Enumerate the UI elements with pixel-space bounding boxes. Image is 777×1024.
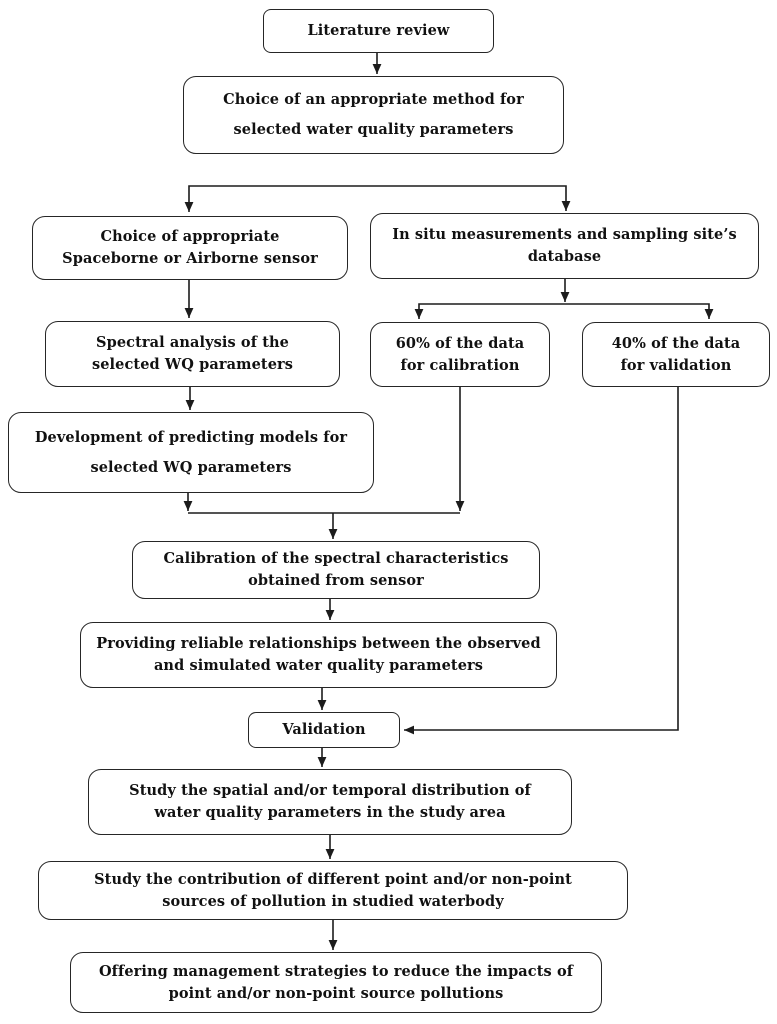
- node-text: Spectral analysis of the: [96, 334, 289, 352]
- node-text: Literature review: [307, 22, 450, 40]
- node-text: In situ measurements and sampling site’s: [392, 226, 737, 244]
- node-text: 60% of the data: [395, 334, 525, 352]
- node-text: for calibration: [400, 356, 520, 374]
- split-insitu-to-data-branches: [414, 303, 714, 319]
- node-model-development: Development of predicting models for sel…: [8, 412, 374, 493]
- node-text: sources of pollution in studied waterbod…: [162, 892, 504, 910]
- node-text: Calibration of the spectral characterist…: [163, 550, 509, 568]
- node-insitu-measurements: In situ measurements and sampling site’s…: [370, 213, 759, 279]
- node-spectral-analysis: Spectral analysis of the selected WQ par…: [45, 321, 340, 387]
- node-text: selected water quality parameters: [233, 121, 514, 138]
- node-text: selected WQ parameters: [91, 356, 294, 373]
- node-management-strategies: Offering management strategies to reduce…: [70, 952, 602, 1013]
- node-text: point and/or non-point source pollutions: [168, 984, 504, 1002]
- node-literature-review: Literature review: [263, 9, 494, 53]
- node-method-choice: Choice of an appropriate method for sele…: [183, 76, 564, 154]
- node-text: and simulated water quality parameters: [153, 657, 484, 674]
- node-text: Spaceborne or Airborne sensor: [62, 250, 318, 267]
- arrow-data40-to-validation: [404, 387, 679, 735]
- node-text: Study the spatial and/or temporal distri…: [129, 782, 531, 800]
- node-text: for validation: [620, 356, 732, 374]
- node-text: 40% of the data: [611, 334, 741, 352]
- node-spatial-temporal-study: Study the spatial and/or temporal distri…: [88, 769, 572, 835]
- split-method-to-branches: [184, 185, 571, 212]
- node-pollution-sources-study: Study the contribution of different poin…: [38, 861, 628, 920]
- node-text: Providing reliable relationships between…: [96, 635, 541, 653]
- node-data-60-calibration: 60% of the data for calibration: [370, 322, 550, 387]
- node-text: Offering management strategies to reduce…: [98, 962, 574, 980]
- node-calibration: Calibration of the spectral characterist…: [132, 541, 540, 599]
- node-text: water quality parameters in the study ar…: [154, 804, 506, 821]
- node-sensor-choice: Choice of appropriate Spaceborne or Airb…: [32, 216, 348, 280]
- node-text: database: [527, 248, 602, 265]
- node-text: Development of predicting models for: [34, 428, 348, 446]
- node-reliable-relationships: Providing reliable relationships between…: [80, 622, 557, 688]
- node-validation: Validation: [248, 712, 400, 748]
- node-text: selected WQ parameters: [90, 458, 292, 476]
- node-text: obtained from sensor: [248, 572, 424, 589]
- node-data-40-validation: 40% of the data for validation: [582, 322, 770, 387]
- node-text: Validation: [282, 721, 366, 739]
- node-text: Choice of an appropriate method for: [223, 91, 524, 109]
- node-text: Study the contribution of different poin…: [94, 870, 572, 888]
- node-text: Choice of appropriate: [100, 228, 280, 246]
